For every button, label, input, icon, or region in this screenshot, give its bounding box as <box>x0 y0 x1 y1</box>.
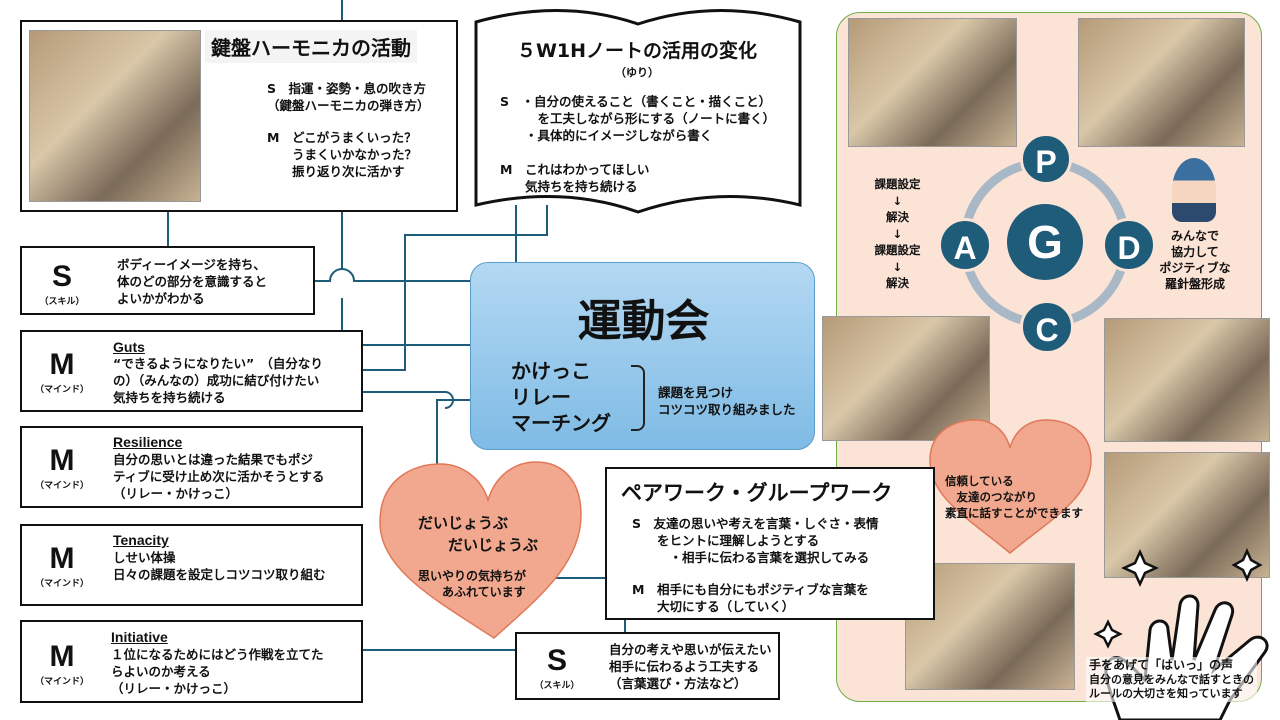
skill-letter: S <box>546 644 567 677</box>
mind-letter: M <box>49 640 75 673</box>
mind-box-resilience: M （マインド） Resilience 自分の思いとは違った結果でもポジ ティブに… <box>20 426 363 508</box>
pairwork-mind-text: M 相手にも自分にもポジティブな言葉を 大切にする（していく） <box>632 582 869 614</box>
harmonica-title: 鍵盤ハーモニカの活動 <box>205 30 417 63</box>
mind-label: （マインド） <box>34 578 89 588</box>
heart-right-text: 信頼している 友達のつながり 素直に話すことができます <box>945 474 1083 520</box>
sports-day-box: 運動会 かけっこ リレー マーチング 課題を見つけ コツコツ取り組みました <box>470 262 815 450</box>
note-title: ５W1Hノートの活用の変化 <box>516 40 758 62</box>
mind-heading-initiative: Initiative <box>111 629 168 645</box>
pairwork-title: ペアワーク・グループワーク <box>621 481 893 505</box>
sparkle-icon <box>1120 548 1160 588</box>
skill-box-body-image: S （スキル） ボディーイメージを持ち、 体のどの部分を意識すると よいかがわかる <box>20 246 315 315</box>
mind-box-guts: M （マインド） Guts “できるようになりたい” （自分なり の）（みんなの）… <box>20 330 363 412</box>
pdca-check: C <box>1020 300 1074 354</box>
skill-label: （スキル） <box>534 680 580 690</box>
mind-label: （マインド） <box>34 480 89 490</box>
sports-day-title: 運動会 <box>577 296 710 347</box>
skill-label: （スキル） <box>39 296 85 306</box>
teacher-character-icon <box>1172 158 1216 222</box>
pairwork-skill-text: S 友達の思いや考えを言葉・しぐさ・表情 をヒントに理解しようとする ・相手に伝… <box>632 516 879 565</box>
skill-text-communication: 自分の考えや思いが伝えたい 相手に伝わるよう工夫する （言葉選び・方法など） <box>609 642 772 691</box>
hands-caption-title: 手をあげて「はいっ」の声 <box>1089 658 1234 672</box>
mind-label: （マインド） <box>34 384 89 394</box>
hall-photo <box>1104 452 1270 578</box>
hands-caption-text: 自分の意見をみんなで話すときの ルールの大切さを知っています <box>1089 673 1254 700</box>
sports-day-events: かけっこ リレー マーチング <box>511 359 611 435</box>
circle-photo <box>822 316 990 441</box>
harmonica-skill-text: S 指運・姿勢・息の吹き方 （鍵盤ハーモニカの弾き方） <box>267 81 430 113</box>
mind-label: （マインド） <box>34 676 89 686</box>
skill-text: ボディーイメージを持ち、 体のどの部分を意識すると よいかがわかる <box>117 257 268 306</box>
sports-day-summary: 課題を見つけ コツコツ取り組みました <box>658 385 796 417</box>
mind-text-initiative: １位になるためにはどう作戦を立てた らよいのか考える （リレー・かけっこ） <box>111 647 324 696</box>
pdca-act: A <box>938 218 992 272</box>
group-photo-2 <box>1078 18 1245 147</box>
skill-letter: S <box>51 260 72 293</box>
note-mind-text: M これはわかってほしい 気持ちを持ち続ける <box>500 162 650 194</box>
note-skill-text: S ・自分の使えること（書くこと・描くこと） を工夫しながら形にする（ノートに書… <box>500 94 776 143</box>
harmonica-activity-box: 鍵盤ハーモニカの活動 S 指運・姿勢・息の吹き方 （鍵盤ハーモニカの弾き方） M… <box>20 20 458 212</box>
classroom-photo <box>1104 318 1270 442</box>
harmonica-photo <box>29 30 201 202</box>
mind-heading-guts: Guts <box>113 339 145 355</box>
mind-letter: M <box>49 348 75 381</box>
heart-left-text: 思いやりの気持ちが あふれています <box>418 569 527 599</box>
heart-left-title: だいじょうぶ だいじょうぶ <box>418 514 539 554</box>
mind-heading-tenacity: Tenacity <box>113 532 169 548</box>
harmonica-mind-text: M どこがうまくいった？ うまくいかなかった？ 振り返り次に活かす <box>267 130 418 179</box>
cycle-text: 課題設定 ↓ 解決 ↓ 課題設定 ↓ 解決 <box>874 177 921 290</box>
mind-box-initiative: M （マインド） Initiative １位になるためにはどう作戦を立てた らよい… <box>20 620 363 703</box>
hands-caption: 手をあげて「はいっ」の声 自分の意見をみんなで話すときの ルールの大切さを知って… <box>1086 657 1257 702</box>
pdca-plan: P <box>1020 133 1072 185</box>
mind-text-tenacity: しせい体操 日々の課題を設定しコツコツ取り組む <box>113 550 326 582</box>
mind-letter: M <box>49 444 75 477</box>
mind-text-resilience: 自分の思いとは違った結果でもポジ ティブに受け止め次に活かそうとする （リレー・… <box>113 452 325 501</box>
group-photo-1 <box>848 18 1017 147</box>
brace <box>631 365 645 431</box>
sparkle-icon <box>1231 548 1263 582</box>
pairwork-box: ペアワーク・グループワーク S 友達の思いや考えを言葉・しぐさ・表情 をヒントに… <box>605 467 935 620</box>
note-subtitle: （ゆり） <box>615 66 659 79</box>
skill-box-communication: S （スキル） 自分の考えや思いが伝えたい 相手に伝わるよう工夫する （言葉選び・… <box>515 632 780 700</box>
compass-text: みんなで 協力して ポジティブな 羅針盤形成 <box>1159 229 1231 291</box>
mind-letter: M <box>49 542 75 575</box>
mind-text-guts: “できるようになりたい” （自分なり の）（みんなの）成功に結び付けたい 気持ち… <box>113 356 323 405</box>
pdca-do: D <box>1102 218 1156 272</box>
mind-heading-resilience: Resilience <box>113 434 183 450</box>
open-book-shape <box>474 8 802 214</box>
mind-box-tenacity: M （マインド） Tenacity しせい体操 日々の課題を設定しコツコツ取り組む <box>20 524 363 606</box>
heart-left-shape <box>379 461 582 639</box>
pdca-goal: G <box>1007 204 1083 280</box>
